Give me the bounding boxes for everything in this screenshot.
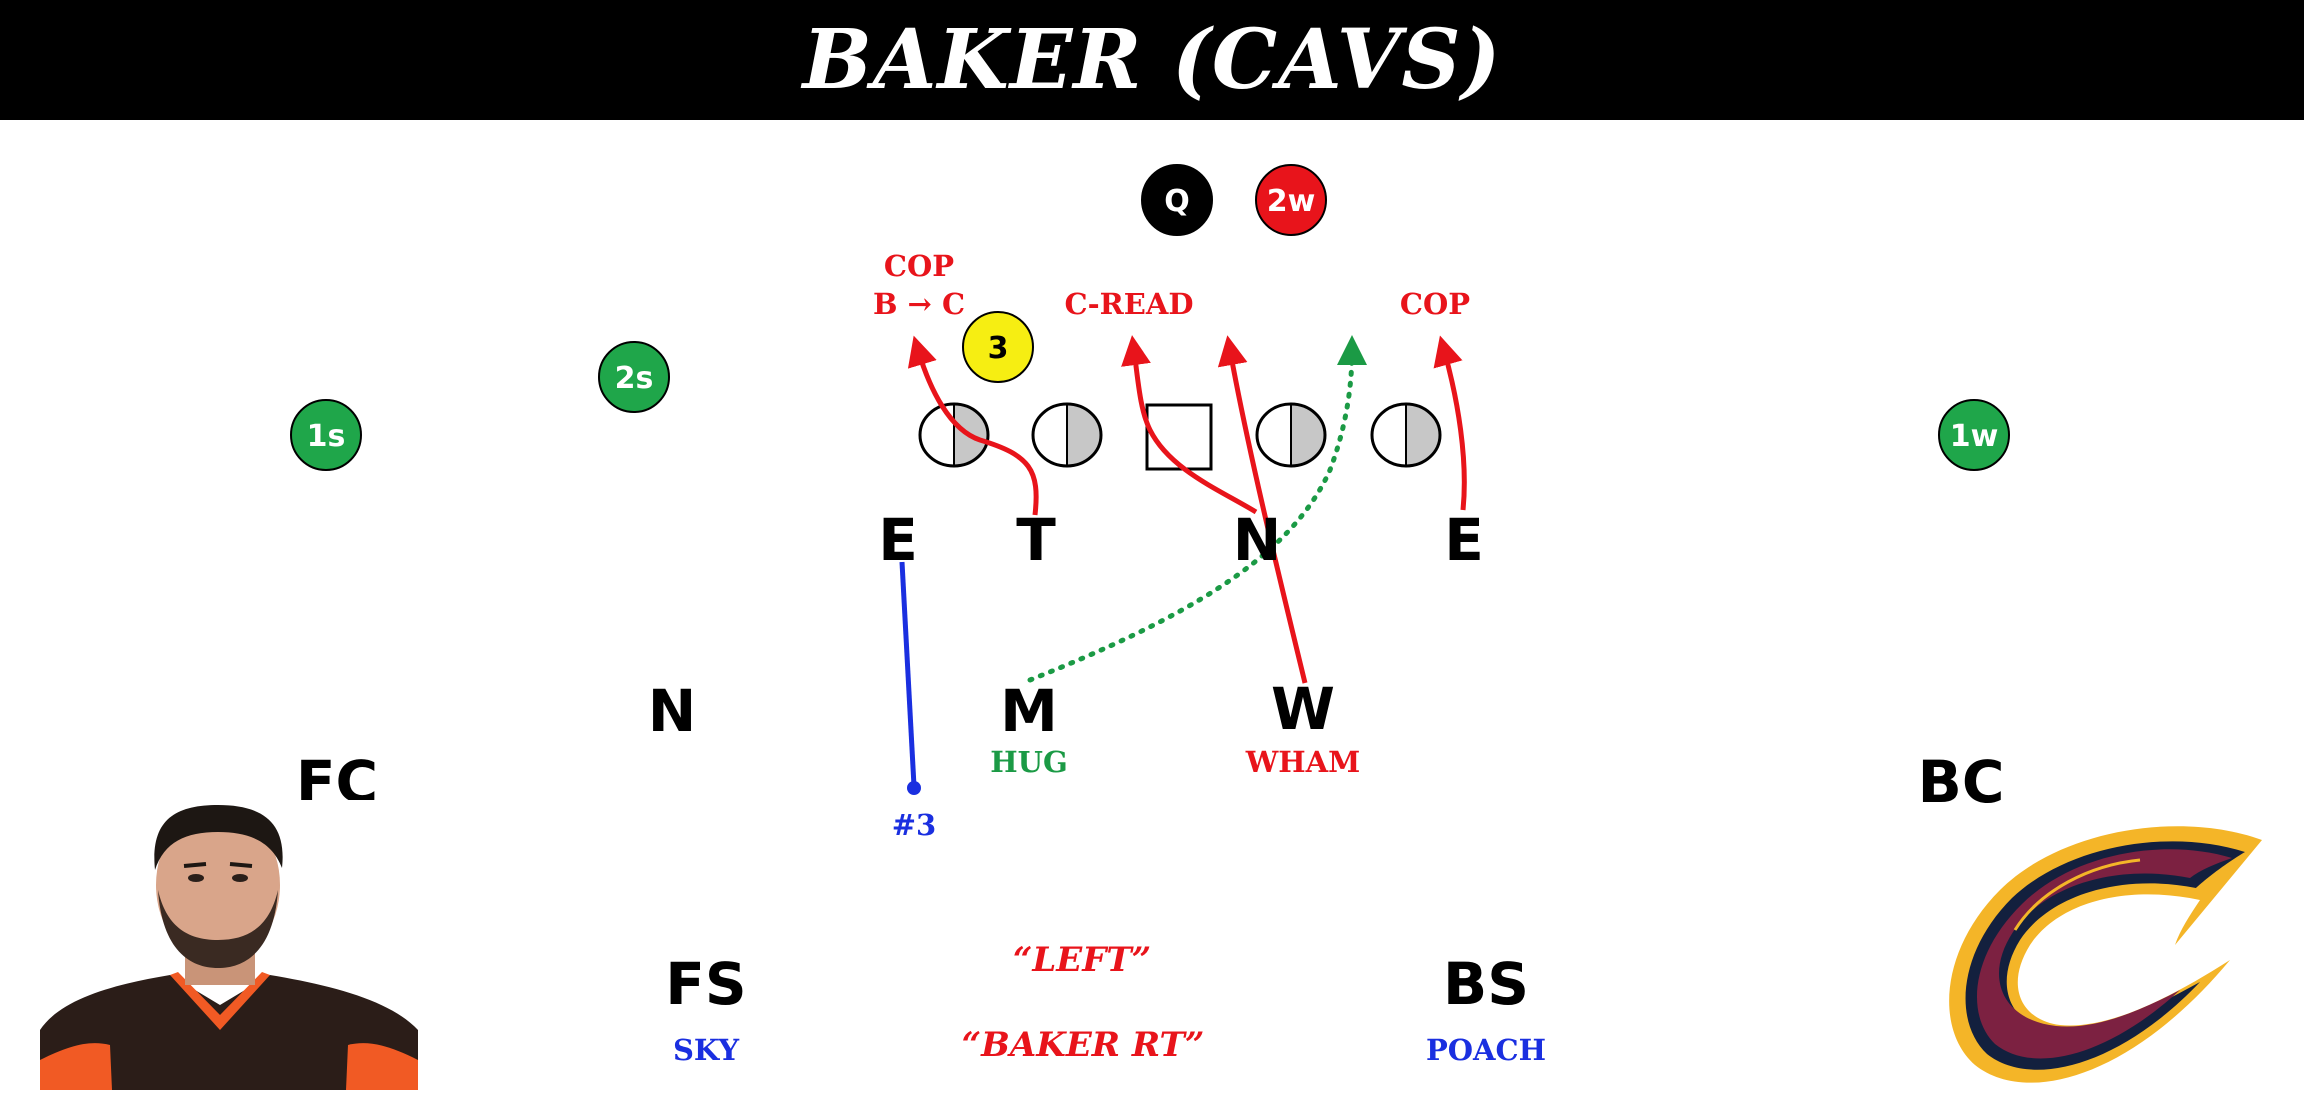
- token-1w-label: 1w: [1950, 419, 1999, 454]
- token-1s-label: 1s: [307, 419, 346, 454]
- token-q-label: Q: [1164, 184, 1190, 219]
- route-t-cop: [907, 335, 1039, 516]
- token-1w: 1w: [1938, 399, 2010, 471]
- route-e-num3: [899, 561, 921, 795]
- call-poach: POACH: [1426, 1033, 1546, 1067]
- token-2s: 2s: [598, 341, 670, 413]
- title-banner: BAKER (CAVS): [0, 0, 2304, 120]
- play-title: BAKER (CAVS): [802, 12, 1502, 108]
- token-2s-label: 2s: [615, 361, 654, 396]
- cavaliers-c-logo: [1949, 826, 2262, 1083]
- route-n-cread: [1121, 335, 1258, 515]
- call-wham: WHAM: [1245, 745, 1361, 779]
- def-fs: FS: [665, 950, 746, 1018]
- call-hug: HUG: [990, 745, 1067, 779]
- def-m: M: [1000, 677, 1058, 745]
- token-2w: 2w: [1255, 164, 1327, 236]
- lineman-2: [1031, 402, 1103, 468]
- call-baker-rt: “BAKER RT”: [962, 1025, 1205, 1065]
- call-cop-right: COP: [1400, 287, 1470, 321]
- route-w-wham: [1217, 335, 1308, 684]
- def-bc: BC: [1918, 748, 2005, 816]
- call-left: “LEFT”: [1013, 940, 1151, 980]
- def-t: T: [1016, 506, 1056, 574]
- def-e-left: E: [878, 506, 918, 574]
- lineman-3: [1255, 402, 1327, 468]
- route-e-cop: [1433, 335, 1467, 511]
- token-3-label: 3: [988, 331, 1009, 366]
- def-n-apex: N: [648, 677, 697, 745]
- call-num3: #3: [892, 808, 936, 842]
- call-cop-left-line2: B → C: [873, 287, 965, 321]
- player-photo: [36, 800, 420, 1090]
- call-c-read: C-READ: [1065, 287, 1194, 321]
- lineman-1: [918, 402, 990, 468]
- token-1s: 1s: [290, 399, 362, 471]
- def-n-line: N: [1233, 506, 1282, 574]
- center-square: [1145, 403, 1213, 471]
- def-bs: BS: [1443, 950, 1529, 1018]
- def-e-right: E: [1444, 506, 1484, 574]
- route-m-hug: [1027, 335, 1367, 683]
- call-cop-left-line1: COP: [884, 249, 954, 283]
- lineman-4: [1370, 402, 1442, 468]
- call-sky: SKY: [673, 1033, 739, 1067]
- token-3: 3: [962, 311, 1034, 383]
- def-w: W: [1271, 675, 1335, 743]
- token-q: Q: [1141, 164, 1213, 236]
- token-2w-label: 2w: [1267, 184, 1316, 219]
